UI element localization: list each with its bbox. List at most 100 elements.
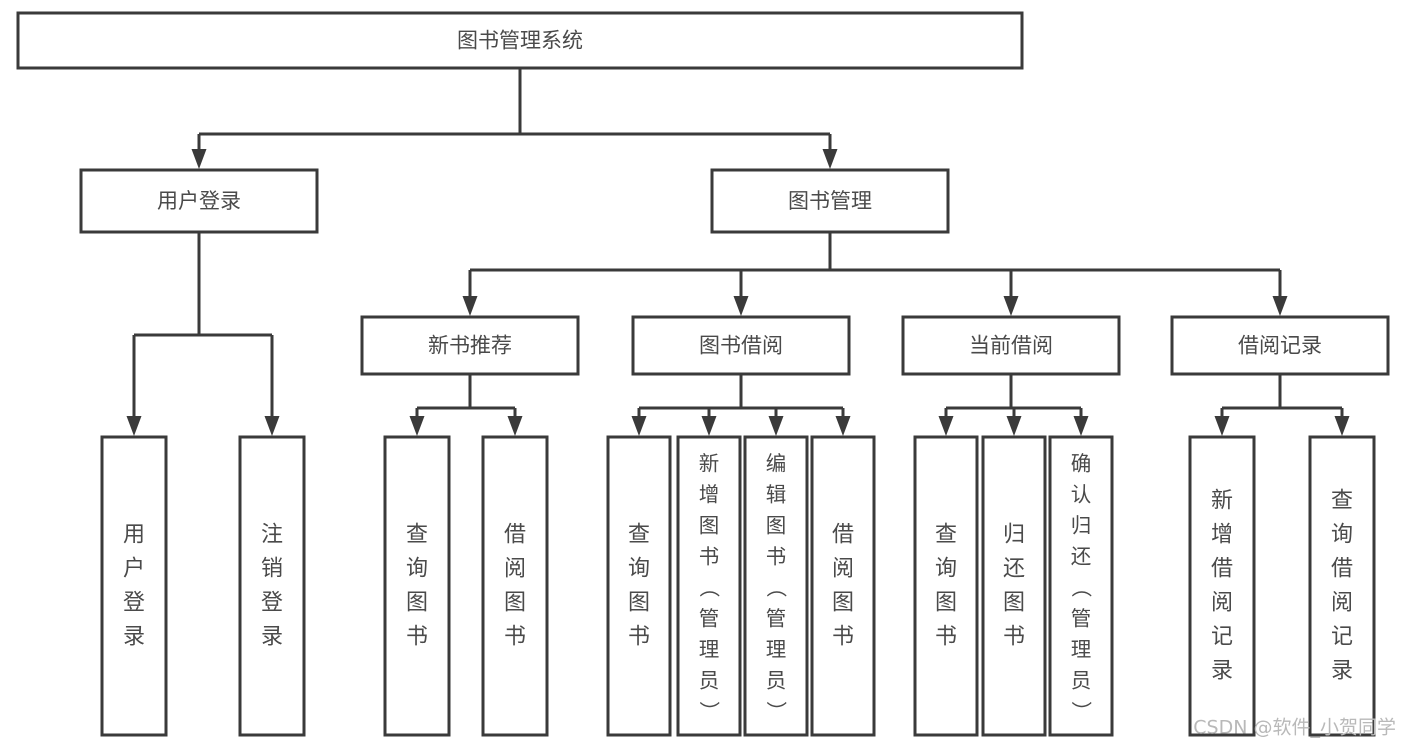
- node-label-char: 书: [504, 625, 526, 650]
- node-label-char: 借: [1331, 557, 1353, 582]
- node-box-leaf-borrow-book-rec: [481, 435, 549, 737]
- node-label-char: 图: [935, 591, 957, 616]
- node-label-char: 询: [935, 557, 957, 582]
- node-label-char: 阅: [1331, 591, 1353, 616]
- node-label-user-login: 用户登录: [157, 189, 241, 213]
- node-label-root: 图书管理系统: [457, 29, 583, 53]
- node-leaf-user-login[interactable]: 用户登录: [100, 435, 168, 737]
- node-label-char: 借: [504, 523, 526, 548]
- node-label-char: ）: [697, 701, 721, 722]
- node-label-char: 录: [261, 625, 283, 650]
- node-user-login[interactable]: 用户登录: [79, 168, 319, 234]
- node-label-char: 书: [406, 625, 428, 650]
- node-box-leaf-return-book: [981, 435, 1047, 737]
- node-label-char: 记: [1331, 625, 1353, 650]
- node-label-char: 归: [1003, 523, 1025, 548]
- node-label-char: 理: [699, 637, 720, 661]
- node-label-current-borrow: 当前借阅: [969, 334, 1053, 358]
- node-label-char: 查: [1331, 489, 1353, 514]
- node-label-char: 增: [699, 482, 720, 506]
- node-label-char: 查: [935, 523, 957, 548]
- node-label-char: 书: [628, 625, 650, 650]
- node-label-char: 书: [766, 544, 787, 568]
- node-current-borrow[interactable]: 当前借阅: [901, 315, 1121, 376]
- connector-group-new-book-rec-children: [409, 374, 523, 436]
- node-borrow-record[interactable]: 借阅记录: [1170, 315, 1390, 376]
- node-label-char: 编: [766, 451, 787, 475]
- node-box-user-login: [79, 168, 319, 234]
- node-box-leaf-query-book-c: [913, 435, 979, 737]
- node-label-char: 管: [699, 606, 720, 630]
- node-label-char: （: [1069, 577, 1093, 598]
- connector-group-root-children: [191, 68, 838, 169]
- node-book-borrow[interactable]: 图书借阅: [631, 315, 851, 376]
- node-box-leaf-query-book-b: [606, 435, 672, 737]
- node-label-char: 销: [261, 557, 283, 582]
- node-box-leaf-query-record: [1308, 435, 1376, 737]
- node-box-leaf-edit-book: [743, 435, 809, 737]
- node-label-char: 图: [504, 591, 526, 616]
- node-box-current-borrow: [901, 315, 1121, 376]
- node-label-char: 注: [261, 523, 283, 548]
- node-box-leaf-logout: [238, 435, 306, 737]
- node-box-borrow-record: [1170, 315, 1390, 376]
- node-label-char: 登: [123, 591, 145, 616]
- node-label-char: 询: [1331, 523, 1353, 548]
- node-label-char: 认: [1071, 482, 1092, 506]
- node-label-char: 员: [699, 668, 720, 692]
- node-label-char: 图: [766, 513, 787, 537]
- node-label-char: 图: [832, 591, 854, 616]
- node-label-char: （: [764, 577, 788, 598]
- node-label-char: 还: [1071, 544, 1092, 568]
- node-box-leaf-add-book: [676, 435, 742, 737]
- node-label-char: 借: [832, 523, 854, 548]
- node-label-char: 录: [1331, 659, 1353, 684]
- node-label-char: 户: [123, 557, 145, 582]
- node-label-char: 管: [766, 606, 787, 630]
- connector-group-user-login-children: [126, 232, 280, 436]
- node-label-new-book-rec: 新书推荐: [428, 334, 512, 358]
- csdn-watermark: CSDN @软件_小贺同学: [1193, 717, 1396, 739]
- node-label-char: 员: [1071, 668, 1092, 692]
- node-label-book-manage: 图书管理: [788, 189, 872, 213]
- node-label-char: 管: [1071, 606, 1092, 630]
- connector-layer: [126, 68, 1350, 436]
- node-label-char: ）: [1069, 701, 1093, 722]
- node-label-char: 员: [766, 668, 787, 692]
- node-label-char: 理: [766, 637, 787, 661]
- node-label-char: 录: [1211, 659, 1233, 684]
- node-label-char: 查: [406, 523, 428, 548]
- node-box-root: [16, 11, 1024, 70]
- node-label-char: 还: [1003, 557, 1025, 582]
- node-label-char: 新: [699, 451, 720, 475]
- node-label-char: 图: [406, 591, 428, 616]
- connector-group-borrow-record-children: [1214, 374, 1350, 436]
- node-label-char: 图: [1003, 591, 1025, 616]
- node-box-leaf-query-book-rec: [383, 435, 451, 737]
- node-label-char: 查: [628, 523, 650, 548]
- node-label-char: 书: [699, 544, 720, 568]
- node-label-char: 图: [699, 513, 720, 537]
- node-root[interactable]: 图书管理系统: [16, 11, 1024, 70]
- node-book-manage[interactable]: 图书管理: [710, 168, 950, 234]
- node-box-leaf-user-login: [100, 435, 168, 737]
- node-new-book-rec[interactable]: 新书推荐: [360, 315, 580, 376]
- node-box-leaf-confirm-return: [1048, 435, 1114, 737]
- node-label-char: 询: [406, 557, 428, 582]
- connector-group-book-manage-children: [462, 232, 1288, 316]
- node-box-new-book-rec: [360, 315, 580, 376]
